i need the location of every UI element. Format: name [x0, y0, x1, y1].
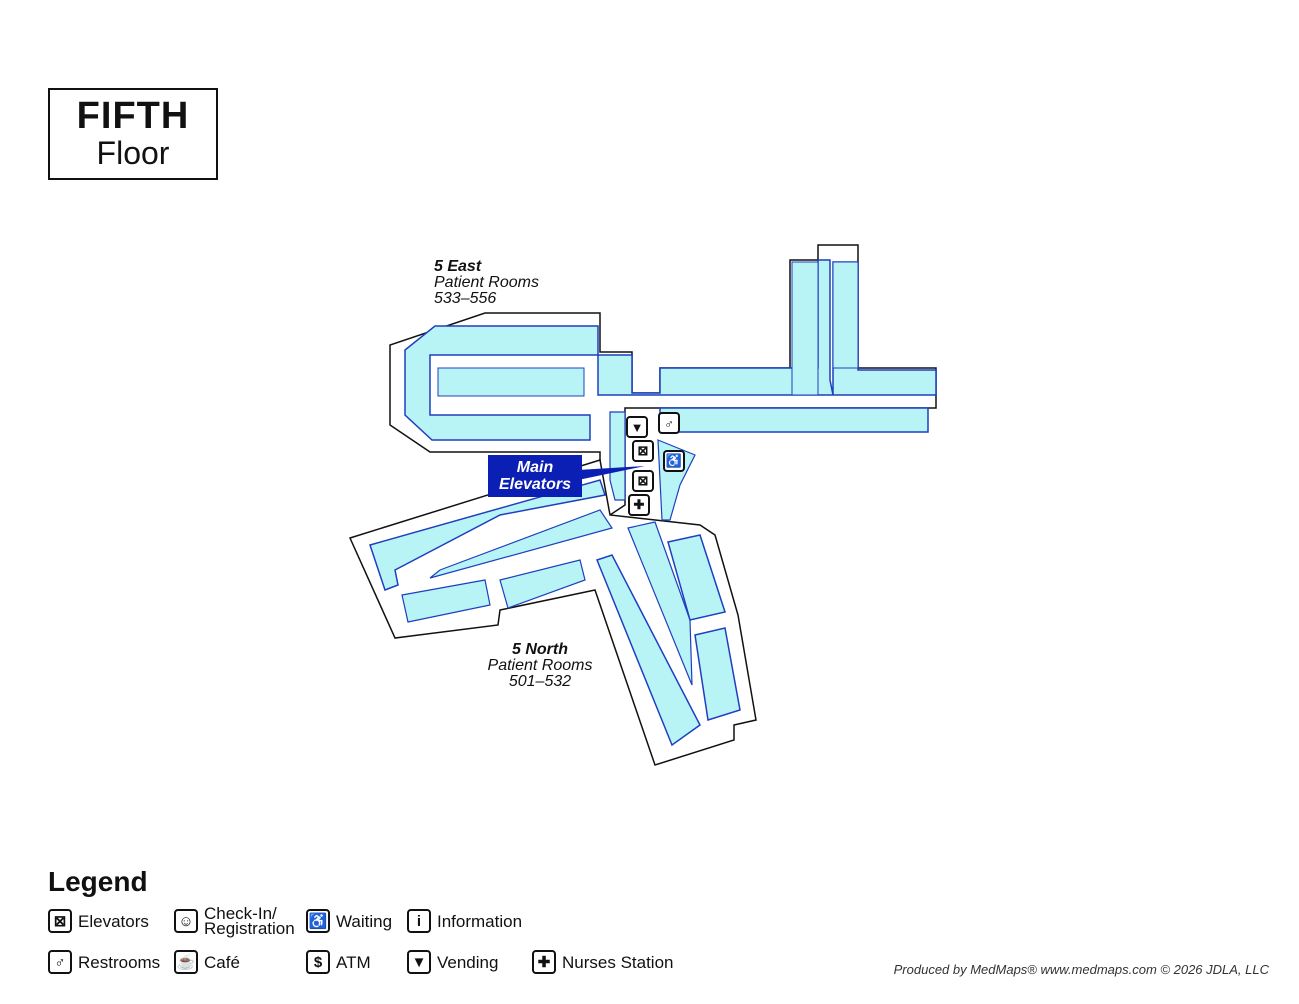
north-wing-name: 5 North	[512, 641, 568, 658]
vending-icon: ▼	[407, 950, 431, 974]
restroom-icon: ♂	[658, 412, 680, 434]
north-rooms-mid	[429, 509, 613, 579]
legend-information-label: Information	[437, 911, 523, 931]
check-in-icon: ☺	[174, 909, 198, 933]
legend-cafe: ☕ Café	[174, 950, 240, 974]
east-corridor-rooms	[659, 407, 929, 433]
east-rooms-inner	[437, 367, 585, 397]
legend-restrooms: ♂ Restrooms	[48, 950, 160, 974]
elevator-icon: ⊠	[48, 909, 72, 933]
east-wing-label: 5 East Patient Rooms 533–556	[434, 259, 539, 307]
legend-waiting-label: Waiting	[336, 911, 393, 931]
restroom-icon: ♂	[48, 950, 72, 974]
elevator-icon: ⊠	[632, 470, 654, 492]
north-wing-range: 501–532	[508, 673, 572, 690]
main-elevators-line2: Elevators	[498, 476, 572, 493]
elevator-icon: ⊠	[632, 440, 654, 462]
east-wing-range: 533–556	[434, 290, 497, 307]
north-rooms-arm-left	[596, 554, 701, 747]
legend-cafe-label: Café	[204, 952, 240, 972]
east-rooms-outer	[404, 325, 599, 441]
legend-atm: $ ATM	[306, 950, 371, 974]
legend-title: Legend	[48, 866, 148, 897]
legend-waiting: ♿ Waiting	[306, 909, 392, 933]
waiting-icon: ♿	[663, 450, 685, 472]
floor-title-box: FIFTH Floor	[48, 88, 218, 180]
main-elevators-line1: Main	[516, 459, 554, 476]
north-rooms-bottom-b	[499, 559, 586, 609]
legend-checkin-label: Check-In/Registration	[204, 904, 295, 938]
legend-checkin: ☺ Check-In/Registration	[174, 904, 295, 938]
north-wing-sub: Patient Rooms	[487, 657, 593, 674]
information-icon: i	[407, 909, 431, 933]
legend-vending: ▼ Vending	[407, 950, 498, 974]
north-rooms-arm-far	[694, 627, 741, 721]
nurses-station-icon: ✚	[628, 494, 650, 516]
floor-subtitle: Floor	[96, 135, 170, 171]
north-rooms-arm-right	[667, 534, 726, 621]
east-arm-rooms-b	[832, 261, 859, 369]
legend-elevators-label: Elevators	[78, 911, 149, 931]
atm-icon: $	[306, 950, 330, 974]
cafe-icon: ☕	[174, 950, 198, 974]
east-wing-name: 5 East	[434, 258, 482, 275]
waiting-icon: ♿	[306, 909, 330, 933]
footer-credit: Produced by MedMaps® www.medmaps.com © 2…	[893, 962, 1269, 977]
legend-vending-label: Vending	[437, 952, 499, 972]
core-rooms	[609, 411, 626, 501]
legend-information: i Information	[407, 909, 522, 933]
north-rooms-bottom-a	[401, 579, 491, 623]
main-elevators-callout: Main Elevators	[488, 455, 582, 497]
legend-nurses-label: Nurses Station	[562, 952, 674, 972]
floor-title: FIFTH	[76, 95, 190, 137]
nurses-station-icon: ✚	[532, 950, 556, 974]
legend-elevators: ⊠ Elevators	[48, 909, 149, 933]
legend-nurses: ✚ Nurses Station	[532, 950, 674, 974]
main-elevators-pointer	[578, 466, 645, 480]
north-wing-label: 5 North Patient Rooms 501–532	[483, 642, 597, 690]
vending-icon: ▼	[626, 416, 648, 438]
east-rooms-hub	[597, 259, 937, 396]
east-wing-sub: Patient Rooms	[434, 274, 539, 291]
legend-atm-label: ATM	[336, 952, 371, 972]
east-arm-rooms-a	[791, 261, 819, 396]
legend-restrooms-label: Restrooms	[78, 952, 161, 972]
